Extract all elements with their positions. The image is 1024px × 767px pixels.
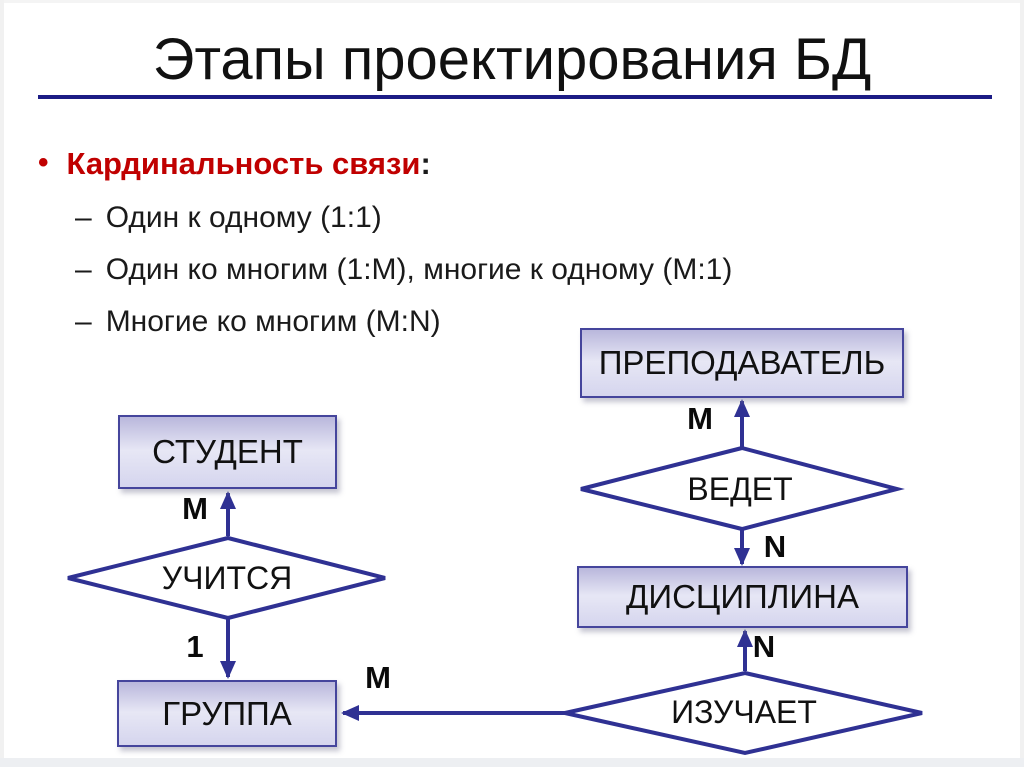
list-item: –Один к одному (1:1): [75, 200, 382, 236]
bullet-heading: Кардинальность связи: [66, 146, 421, 181]
dash-icon: –: [75, 305, 92, 338]
izuchaet-diamond-shape: [564, 670, 923, 756]
page-title: Этапы проектирования БД: [152, 27, 872, 92]
dash-icon: –: [75, 201, 92, 234]
cardinality-vedet-teacher: M: [687, 401, 713, 436]
relationship-uchitsya-label: УЧИТСЯ: [161, 560, 293, 596]
relationship-izuchaet-label: ИЗУЧАЕТ: [671, 694, 817, 730]
entity-group-label: ГРУППА: [162, 694, 292, 732]
bullet-heading-row: • Кардинальность связи:: [38, 146, 431, 182]
cardinality-vedet-discipline: N: [763, 529, 787, 564]
entity-discipline-label: ДИСЦИПЛИНА: [626, 578, 859, 615]
cardinality-izuchaet-discipline: N: [752, 629, 776, 664]
entity-group: ГРУППА: [117, 680, 337, 747]
list-item: –Многие ко многим (M:N): [75, 304, 441, 340]
uchitsya-diamond-shape: [67, 535, 386, 621]
vedet-diamond-shape: [580, 445, 905, 532]
cardinality-uchitsya-student: M: [182, 491, 208, 526]
bullet-heading-colon: :: [420, 146, 431, 181]
relationship-vedet-label: ВЕДЕТ: [687, 471, 793, 507]
entity-student: СТУДЕНТ: [118, 415, 337, 489]
list-item-text: Один ко многим (1:M), многие к одному (M…: [105, 253, 733, 286]
bullet-icon: •: [38, 146, 49, 179]
title-underline: [38, 95, 992, 99]
dash-icon: –: [75, 253, 92, 286]
entity-teacher: ПРЕПОДАВАТЕЛЬ: [580, 328, 904, 398]
entity-teacher-label: ПРЕПОДАВАТЕЛЬ: [598, 344, 886, 381]
list-item-text: Многие ко многим (M:N): [105, 305, 441, 338]
list-item-text: Один к одному (1:1): [105, 201, 382, 234]
cardinality-izuchaet-group: M: [365, 660, 391, 695]
list-item: –Один ко многим (1:M), многие к одному (…: [75, 252, 732, 288]
entity-student-label: СТУДЕНТ: [152, 433, 303, 470]
entity-discipline: ДИСЦИПЛИНА: [577, 566, 908, 628]
cardinality-uchitsya-group: 1: [186, 629, 204, 664]
